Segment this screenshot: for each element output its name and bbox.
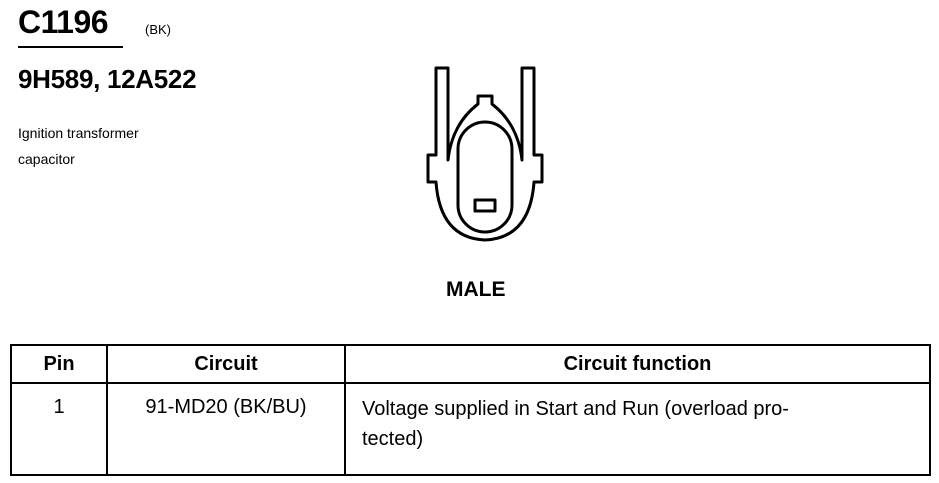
connector-housing-outline	[426, 66, 544, 242]
table-row: 1 91-MD20 (BK/BU) Voltage supplied in St…	[10, 382, 931, 476]
circuit-function: Voltage supplied in Start and Run (overl…	[344, 382, 931, 476]
column-header-circuit: Circuit	[106, 344, 346, 384]
column-header-pin: Pin	[10, 344, 108, 384]
table-header-row: Pin Circuit Circuit function	[10, 344, 931, 384]
connector-color: (BK)	[145, 22, 171, 37]
connector-id-underline	[18, 46, 123, 48]
circuit-function-line: Voltage supplied in Start and Run (overl…	[362, 398, 789, 420]
pin-cavity	[456, 120, 514, 234]
connector-face-diagram	[426, 66, 544, 242]
circuit-code: 91-MD20 (BK/BU)	[106, 382, 346, 476]
pin-table: Pin Circuit Circuit function 1 91-MD20 (…	[10, 344, 931, 476]
part-numbers: 9H589, 12A522	[18, 64, 197, 94]
connector-id: C1196	[18, 4, 109, 40]
circuit-function-line: tected)	[362, 428, 424, 450]
description-line: capacitor	[18, 151, 75, 167]
column-header-circuit-function: Circuit function	[344, 344, 931, 384]
description-line: Ignition transformer	[18, 125, 139, 141]
pin-terminal	[473, 198, 497, 213]
description: Ignition transformer capacitor	[18, 120, 139, 172]
connector-gender-label: MALE	[446, 278, 506, 301]
pin-number: 1	[10, 382, 108, 476]
